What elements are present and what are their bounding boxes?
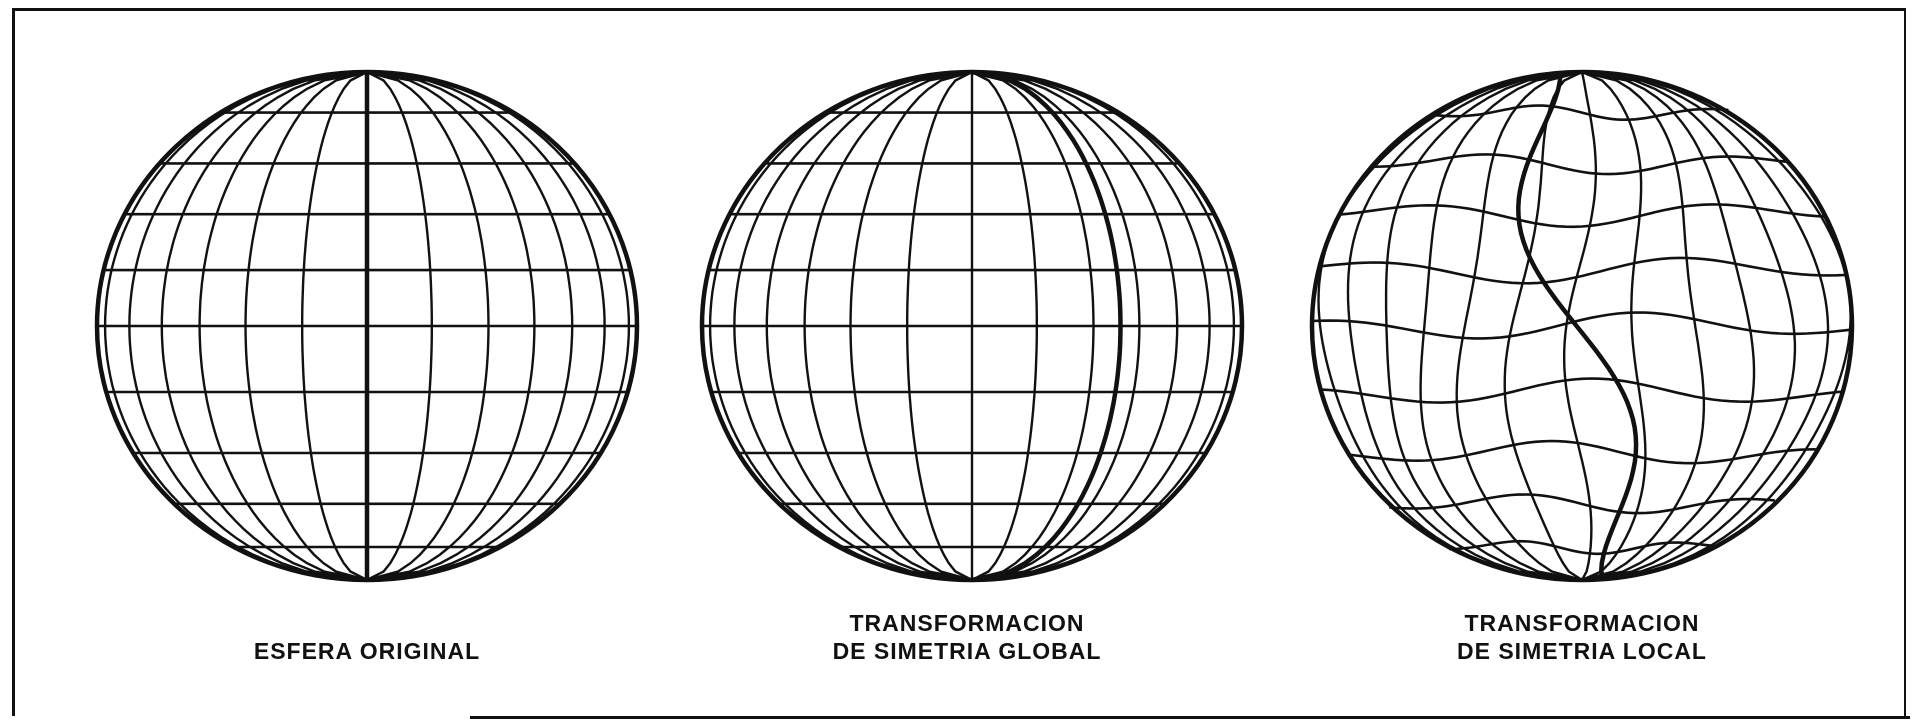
caption-line: TRANSFORMACION (849, 610, 1085, 636)
sphere-original (94, 69, 640, 583)
longitude-line (1581, 70, 1830, 582)
longitude-line (128, 70, 368, 582)
longitude-line (971, 70, 1141, 582)
latitude-line (1374, 153, 1790, 176)
longitude-line (1581, 70, 1756, 582)
latitude-line (1348, 439, 1816, 465)
longitude-line (1581, 70, 1647, 582)
longitude-line (366, 70, 631, 582)
longitude-line (1384, 70, 1583, 582)
sphere-global-symmetry (699, 69, 1245, 583)
longitude-line (1346, 70, 1583, 582)
longitude-line (1563, 71, 1598, 581)
longitude-line (366, 70, 606, 582)
reference-meridian (971, 69, 1123, 583)
latitude-line (1318, 256, 1846, 285)
longitude-line (301, 70, 368, 582)
longitude-line (971, 70, 1211, 582)
sphere-local-symmetry (1309, 69, 1855, 583)
longitude-line (708, 70, 973, 582)
longitude-line (1455, 70, 1583, 582)
latitude-line (1321, 377, 1843, 404)
longitude-line (366, 70, 433, 582)
longitude-line (803, 70, 973, 582)
longitude-line (765, 70, 973, 582)
latitude-line (1311, 311, 1853, 340)
reference-meridian (1516, 72, 1639, 581)
caption-line: TRANSFORMACION (1464, 610, 1700, 636)
longitude-line (1419, 70, 1583, 582)
longitude-line (1581, 70, 1852, 582)
longitude-line (1503, 70, 1583, 582)
longitude-line (366, 70, 574, 582)
longitude-line (971, 70, 1038, 582)
longitude-line (103, 70, 368, 582)
latitude-line (1389, 493, 1775, 515)
longitude-line (906, 70, 973, 582)
longitude-line (971, 70, 1095, 582)
longitude-line (366, 70, 490, 582)
longitude-line (971, 70, 1236, 582)
longitude-line (1581, 70, 1797, 582)
longitude-line (198, 70, 368, 582)
caption-local: TRANSFORMACION DE SIMETRIA LOCAL (1372, 609, 1792, 665)
longitude-line (971, 70, 1179, 582)
longitude-line (849, 70, 973, 582)
caption-line: DE SIMETRIA LOCAL (1457, 638, 1707, 664)
latitude-line (1339, 203, 1825, 229)
latitude-line (1448, 539, 1716, 556)
longitude-line (733, 70, 973, 582)
figure-frame (12, 8, 1906, 716)
bottom-rule (470, 716, 1910, 719)
caption-original: ESFERA ORIGINAL (157, 637, 577, 665)
longitude-line (160, 70, 368, 582)
longitude-line (1581, 70, 1706, 582)
longitude-line (1317, 70, 1583, 582)
caption-global: TRANSFORMACION DE SIMETRIA GLOBAL (757, 609, 1177, 665)
caption-line: DE SIMETRIA GLOBAL (832, 638, 1102, 664)
longitude-line (366, 70, 536, 582)
caption-line: ESFERA ORIGINAL (253, 638, 481, 664)
longitude-line (244, 70, 368, 582)
